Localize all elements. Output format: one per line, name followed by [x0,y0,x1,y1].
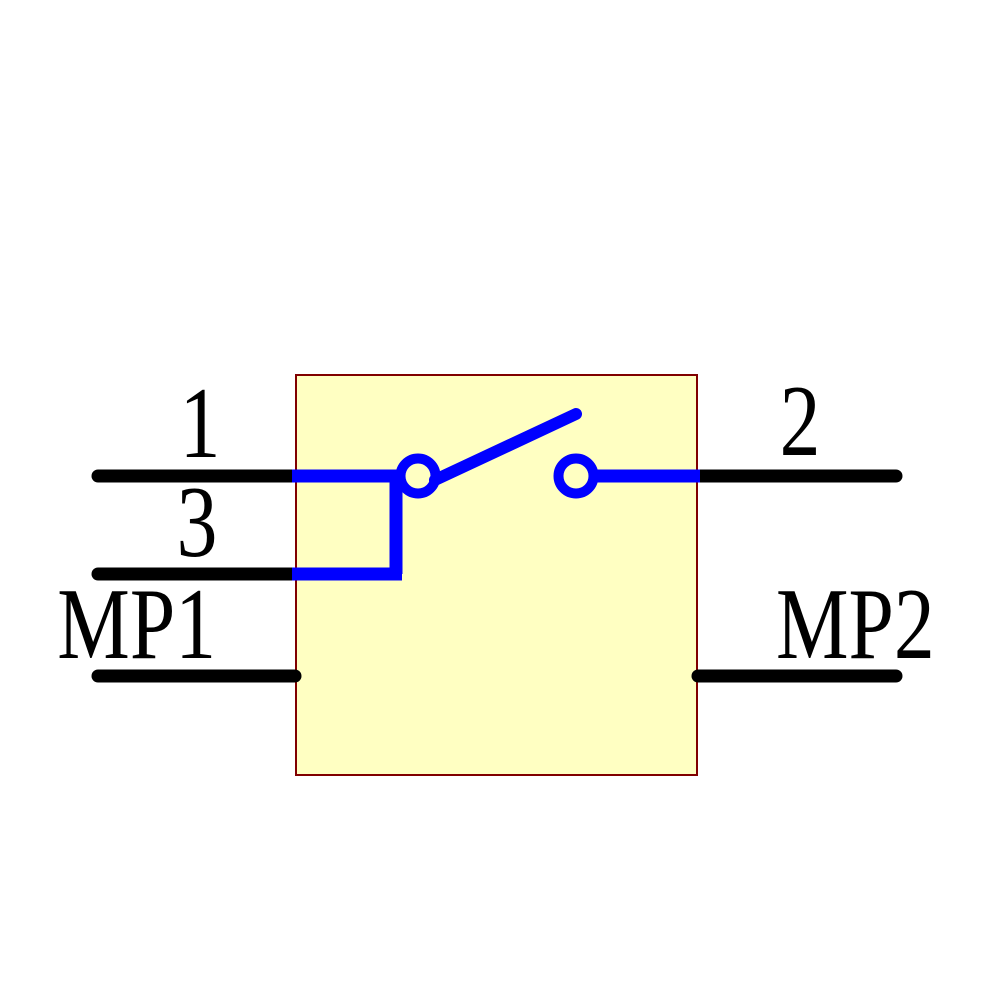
mp1-name-label: MP1 [57,567,216,680]
pin2-number-label: 2 [780,364,821,477]
right-contact-circle [553,453,599,499]
switch-lever [429,408,582,486]
pin3-number-label: 3 [177,465,218,578]
pin1-number-label: 1 [180,366,221,479]
mp2-name-label: MP2 [776,567,935,680]
